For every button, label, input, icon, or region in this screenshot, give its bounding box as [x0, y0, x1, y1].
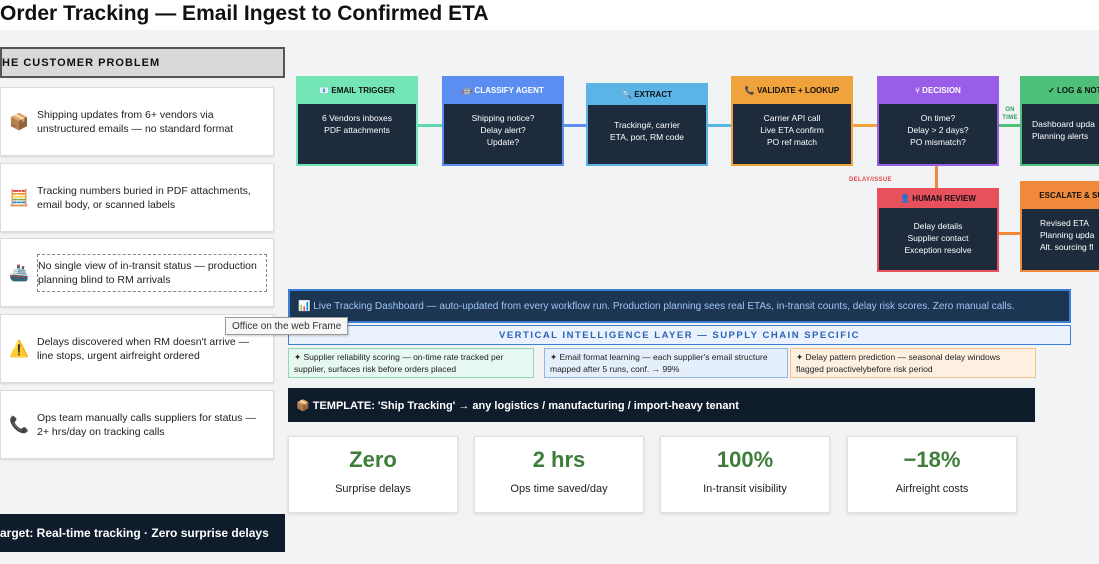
node-line: PDF attachments: [324, 125, 390, 135]
node-escalate-submit: ESCALATE & SUBMIT Revised ETA Planning u…: [1020, 181, 1099, 272]
frame-tooltip: Office on the web Frame: [225, 317, 349, 335]
problem-text: Ops team manually calls suppliers for st…: [37, 411, 256, 438]
template-banner: 📦 TEMPLATE: 'Ship Tracking' → any logist…: [288, 388, 1035, 422]
kpi-label: Surprise delays: [335, 483, 411, 495]
node-email-trigger: 📧 EMAIL TRIGGER 6 Vendors inboxes PDF at…: [296, 76, 418, 166]
node-classify-agent: 🤖 CLASSIFY AGENT Shipping notice? Delay …: [442, 76, 564, 166]
target-banner: arget: Real-time tracking · Zero surpris…: [0, 514, 285, 552]
node-body: 6 Vendors inboxes PDF attachments: [298, 104, 416, 142]
node-line: Alt. sourcing fl: [1040, 242, 1094, 252]
package-icon: 📦: [9, 113, 29, 131]
node-extract: 🔍 EXTRACT Tracking#, carrier ETA, port, …: [586, 83, 708, 166]
kpi-value: 100%: [716, 447, 774, 472]
node-body: On time? Delay > 2 days? PO mismatch?: [879, 104, 997, 154]
connector-extract-validate: [706, 124, 734, 127]
problem-card-3: 🚢 No single view of in-transit status — …: [0, 238, 274, 307]
problem-text: No single view of in-transit status — pr…: [37, 253, 267, 292]
connector-decision-human: [935, 166, 938, 190]
connector-classify-extract: [562, 124, 590, 127]
problem-card-5: 📞 Ops team manually calls suppliers for …: [0, 390, 274, 459]
node-line: Planning upda: [1040, 230, 1095, 240]
node-line: Carrier API call: [763, 113, 821, 123]
problem-card-2: 🧮 Tracking numbers buried in PDF attachm…: [0, 163, 274, 232]
problem-text: Delays discovered when RM doesn't arrive…: [37, 335, 250, 362]
node-line: Exception resolve: [904, 245, 972, 255]
kpi-card-ops-time: 2 hrs Ops time saved/day: [474, 436, 644, 513]
live-dashboard-bar: 📊 Live Tracking Dashboard — auto-updated…: [288, 289, 1071, 323]
feature-email-format-learning: ✦ Email format learning — each supplier'…: [544, 348, 788, 378]
node-log-notify: ✓ LOG & NOTIFY Dashboard upda Planning a…: [1020, 76, 1099, 166]
node-line: PO mismatch?: [910, 137, 966, 147]
node-line: Delay details: [913, 221, 963, 231]
node-head: 📞 VALIDATE + LOOKUP: [733, 78, 851, 104]
warning-icon: ⚠️: [9, 340, 29, 358]
node-body: Carrier API call Live ETA confirm PO ref…: [733, 104, 851, 154]
feature-supplier-reliability: ✦ Supplier reliability scoring — on-time…: [288, 348, 534, 378]
problem-text: Shipping updates from 6+ vendors via uns…: [37, 108, 234, 135]
connector-validate-decision: [851, 124, 879, 127]
connector-email-classify: [416, 124, 446, 127]
kpi-label: Ops time saved/day: [510, 483, 608, 495]
page-title: Order Tracking — Email Ingest to Confirm…: [0, 2, 489, 25]
kpi-card-surprise-delays: Zero Surprise delays: [288, 436, 458, 513]
kpi-value: −18%: [903, 447, 961, 472]
ship-icon: 🚢: [9, 264, 29, 282]
kpi-label: In-transit visibility: [703, 483, 787, 495]
edge-label-delay-issue: DELAY/ISSUE: [849, 177, 892, 183]
node-human-review: 👤 HUMAN REVIEW Delay details Supplier co…: [877, 188, 999, 272]
node-decision: ⑂ DECISION On time? Delay > 2 days? PO m…: [877, 76, 999, 166]
node-line: Delay alert?: [480, 125, 526, 135]
node-line: Update?: [486, 137, 520, 147]
node-head: 🤖 CLASSIFY AGENT: [444, 78, 562, 104]
node-line: Dashboard upda: [1032, 119, 1095, 129]
connector-decision-log: [995, 124, 1023, 127]
node-body: Tracking#, carrier ETA, port, RM code: [588, 105, 706, 149]
node-line: 6 Vendors inboxes: [322, 113, 392, 123]
phone-icon: 📞: [9, 416, 29, 434]
node-line: Tracking#, carrier: [614, 120, 680, 130]
edge-label-on-time: ON TIME: [1002, 107, 1018, 121]
node-line: Live ETA confirm: [760, 125, 824, 135]
node-body: Revised ETA Planning upda Alt. sourcing …: [1022, 209, 1099, 259]
node-line: Revised ETA: [1040, 218, 1089, 228]
problem-text: Tracking numbers buried in PDF attachmen…: [37, 184, 251, 211]
kpi-card-in-transit-visibility: 100% In-transit visibility: [660, 436, 830, 513]
kpi-label: Airfreight costs: [895, 483, 969, 495]
node-validate-lookup: 📞 VALIDATE + LOOKUP Carrier API call Liv…: [731, 76, 853, 166]
node-body: Dashboard upda Planning alerts: [1022, 104, 1099, 148]
node-line: Delay > 2 days?: [907, 125, 969, 135]
node-head: 🔍 EXTRACT: [588, 85, 706, 105]
kpi-card-airfreight-costs: −18% Airfreight costs: [847, 436, 1017, 513]
node-line: ETA, port, RM code: [609, 132, 684, 142]
abacus-icon: 🧮: [9, 189, 29, 207]
node-head: 📧 EMAIL TRIGGER: [298, 78, 416, 104]
node-head: 👤 HUMAN REVIEW: [879, 190, 997, 208]
vertical-intelligence-layer-bar: VERTICAL INTELLIGENCE LAYER — SUPPLY CHA…: [288, 325, 1071, 345]
customer-problem-header: HE CUSTOMER PROBLEM: [0, 47, 285, 78]
kpi-value: 2 hrs: [532, 447, 586, 472]
feature-delay-prediction: ✦ Delay pattern prediction — seasonal de…: [790, 348, 1036, 378]
kpi-value: Zero: [349, 447, 397, 472]
node-body: Delay details Supplier contact Exception…: [879, 208, 997, 262]
node-body: Shipping notice? Delay alert? Update?: [444, 104, 562, 154]
node-line: Shipping notice?: [471, 113, 535, 123]
node-head: ESCALATE & SUBMIT: [1022, 183, 1099, 209]
node-line: On time?: [920, 113, 956, 123]
node-head: ⑂ DECISION: [879, 78, 997, 104]
node-head: ✓ LOG & NOTIFY: [1022, 78, 1099, 104]
problem-card-1: 📦 Shipping updates from 6+ vendors via u…: [0, 87, 274, 156]
node-line: PO ref match: [766, 137, 818, 147]
node-line: Planning alerts: [1032, 131, 1089, 141]
node-line: Supplier contact: [907, 233, 969, 243]
connector-human-escalate: [995, 232, 1023, 235]
